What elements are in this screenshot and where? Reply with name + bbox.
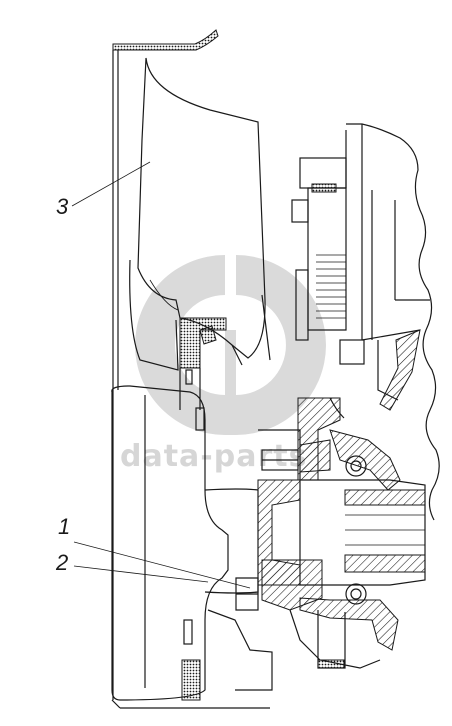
callout-2-leader <box>73 565 209 583</box>
watermark: data-parts <box>120 255 326 474</box>
pulley-assembly <box>291 130 365 365</box>
callout-3-leader <box>71 161 151 207</box>
seal-insert <box>179 317 227 431</box>
watermark-logo-icon <box>135 255 326 435</box>
belt-grooves <box>316 254 346 319</box>
part-3-blade <box>129 57 271 371</box>
lower-housing <box>111 385 273 709</box>
engine-block <box>346 123 440 521</box>
hub-assembly <box>235 397 426 669</box>
callout-1-label: 1 <box>58 514 70 539</box>
watermark-text: data-parts <box>120 439 307 474</box>
callout-2-label: 2 <box>55 550 68 575</box>
callout-1-leader <box>73 541 251 589</box>
callout-1: 1 <box>58 514 251 589</box>
callout-2: 2 <box>55 550 209 583</box>
callout-3-label: 3 <box>56 194 69 219</box>
top-shroud <box>112 29 219 700</box>
callout-3: 3 <box>56 161 151 219</box>
